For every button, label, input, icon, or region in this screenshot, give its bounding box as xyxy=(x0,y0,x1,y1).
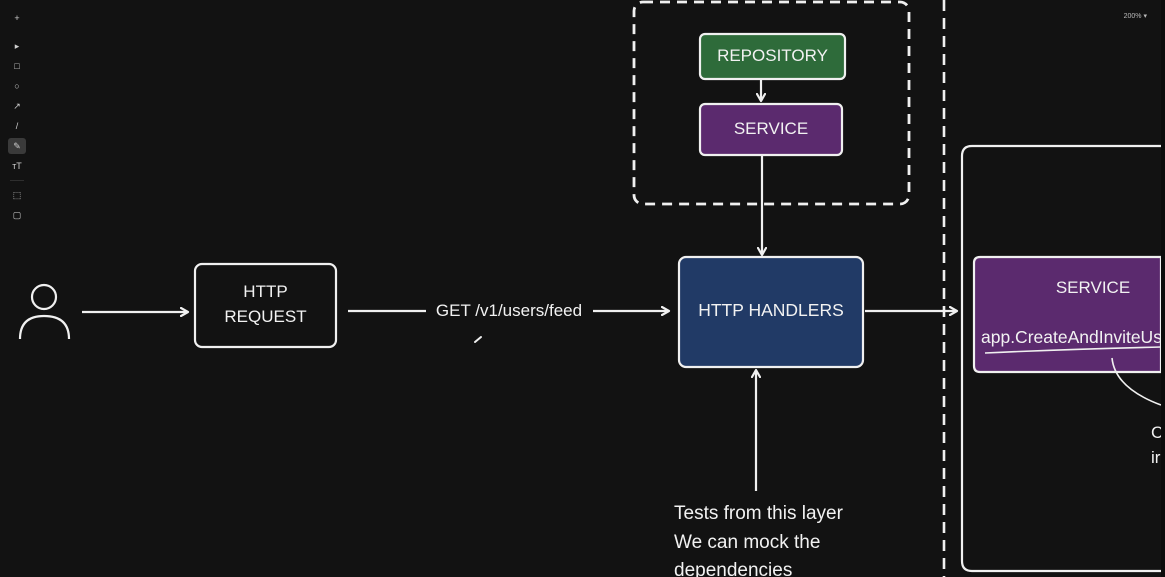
rectangle-icon[interactable]: □ xyxy=(14,61,20,71)
left-toolbar: + ▸ □ ○ ↗ / ✎ ᴛT ⬚ ▢ xyxy=(6,10,28,223)
ellipse-icon[interactable]: ○ xyxy=(14,81,20,91)
zoom-level-dropdown[interactable]: 200% ▾ xyxy=(1123,13,1147,20)
service-top-label: SERVICE xyxy=(734,119,808,138)
toolbar-divider xyxy=(10,180,24,181)
frame-icon[interactable]: ⬚ xyxy=(12,189,22,200)
curved-connector[interactable] xyxy=(1111,357,1162,406)
http-request-label-line1: HTTP xyxy=(243,282,287,301)
select-icon[interactable]: ▸ xyxy=(14,40,20,51)
repository-box[interactable] xyxy=(698,32,847,81)
http-request-box[interactable] xyxy=(193,262,338,349)
cut-text-1[interactable]: C xyxy=(1151,423,1163,442)
service-box-right[interactable] xyxy=(972,255,1163,374)
comment-icon[interactable]: ▢ xyxy=(12,209,22,220)
service-box-top[interactable] xyxy=(698,102,844,157)
cut-text-2[interactable]: ir xyxy=(1151,448,1161,467)
note-line-1[interactable]: Tests from this layer xyxy=(674,503,844,524)
user-icon[interactable] xyxy=(18,283,71,340)
note-line-2[interactable]: We can mock the xyxy=(674,532,820,553)
arrow-icon[interactable]: ↗ xyxy=(13,100,21,111)
right-edge-strip xyxy=(1161,0,1165,577)
text-icon[interactable]: ᴛT xyxy=(12,161,22,171)
service-right-label: SERVICE xyxy=(1056,278,1130,297)
http-handlers-label: HTTP HANDLERS xyxy=(698,300,844,320)
right-container-box[interactable] xyxy=(960,144,1161,573)
method-underline[interactable] xyxy=(984,346,1162,354)
line-icon[interactable]: / xyxy=(15,121,19,131)
http-handlers-box[interactable] xyxy=(677,255,865,369)
service-method-label: app.CreateAndInviteUs xyxy=(981,327,1162,347)
pencil-icon[interactable]: ✎ xyxy=(8,138,26,154)
get-endpoint-label[interactable]: GET /v1/users/feed xyxy=(436,301,582,320)
add-icon[interactable]: + xyxy=(14,13,20,23)
http-request-label-line2: REQUEST xyxy=(224,307,306,326)
pencil-mark[interactable] xyxy=(474,336,482,343)
repository-label: REPOSITORY xyxy=(717,46,828,65)
dashed-group-box[interactable] xyxy=(632,0,911,206)
note-line-3[interactable]: dependencies xyxy=(674,560,792,577)
